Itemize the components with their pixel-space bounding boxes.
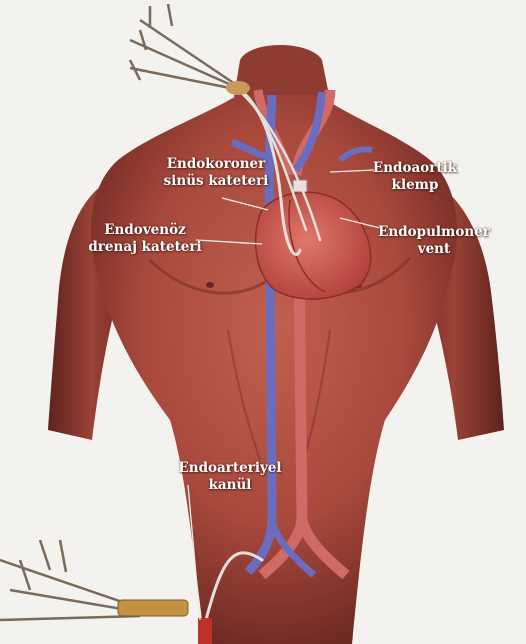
label-endokoroner: Endokoroner sinüs kateteri: [146, 156, 286, 190]
label-endopulmoner: Endopulmoner vent: [372, 224, 496, 258]
label-endoarteriyel: Endoarteriyel kanül: [170, 460, 290, 494]
label-endovenoz: Endovenöz drenaj kateteri: [80, 222, 210, 256]
label-endoaortik: Endoaortik klemp: [360, 160, 470, 194]
neck-instruments: [130, 4, 240, 90]
